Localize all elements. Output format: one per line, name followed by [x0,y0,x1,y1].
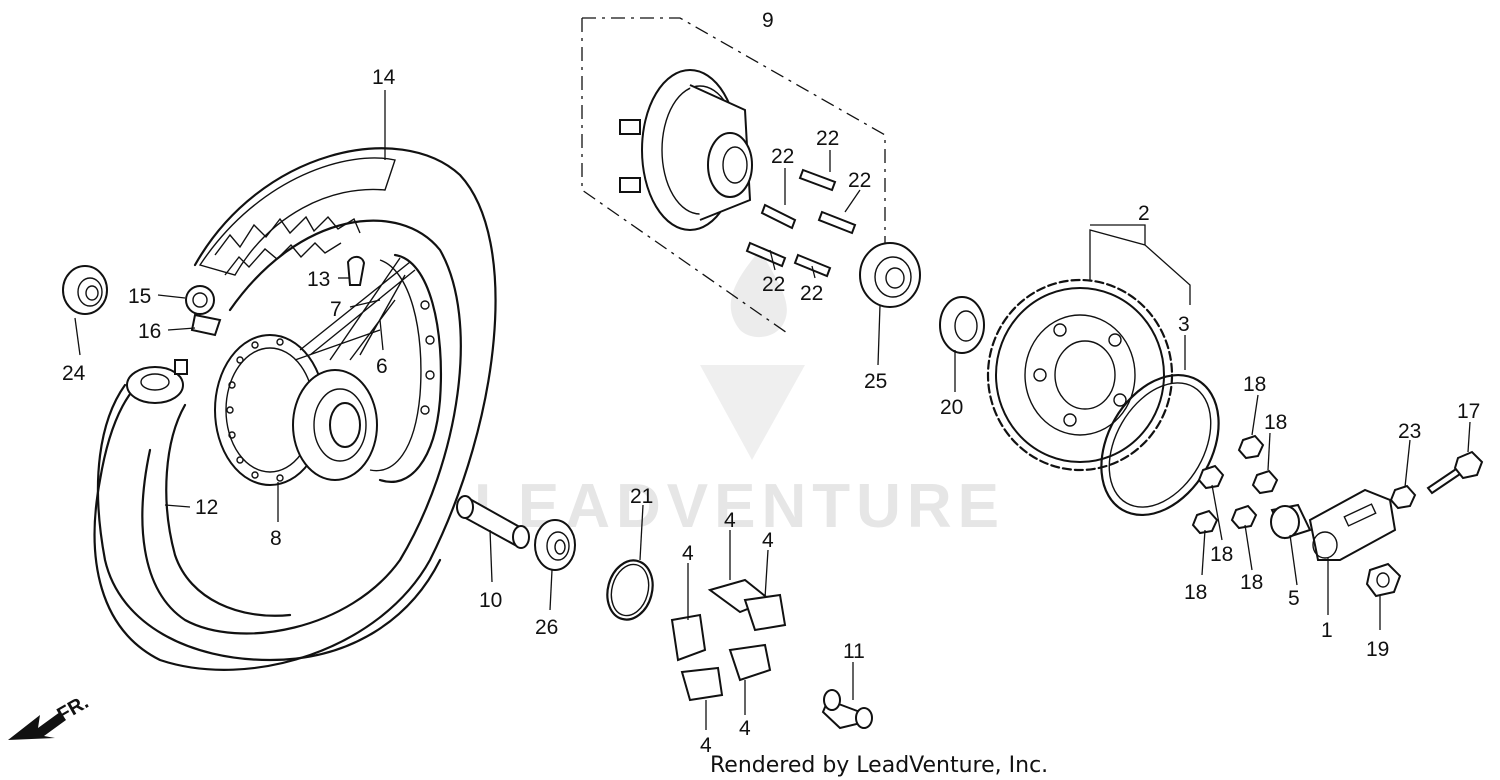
final-driven-sprocket[interactable] [986,278,1174,472]
callout-23: 23 [1398,420,1421,443]
callout-18-c: 18 [1210,543,1233,566]
callout-14: 14 [372,66,396,89]
callout-24: 24 [62,362,86,385]
distance-collar[interactable] [821,689,873,730]
wheel-rim-and-hub[interactable] [214,253,443,486]
callout-4-c: 4 [682,542,694,565]
callout-26: 26 [535,616,558,639]
valve-cap-and-nut[interactable] [185,285,222,337]
inner-tube[interactable] [96,359,442,662]
callout-15: 15 [128,285,151,308]
callout-11: 11 [843,640,865,663]
callout-22-e: 22 [800,282,823,305]
callout-18-a: 18 [1243,373,1266,396]
callout-4-d: 4 [739,717,751,740]
o-ring[interactable] [601,555,659,624]
callout-21: 21 [630,485,653,508]
callout-18-d: 18 [1184,581,1207,604]
callout-18-e: 18 [1240,571,1263,594]
callout-3: 3 [1178,313,1190,336]
sprocket-nuts[interactable] [1191,434,1279,535]
front-direction-arrow-icon: FR. [8,691,92,740]
bearing-right-flange[interactable] [859,242,921,308]
callout-labels: 14 9 15 16 24 13 7 6 12 8 22 22 22 22 22… [62,9,1480,757]
callout-17: 17 [1457,400,1480,423]
callout-12: 12 [195,496,218,519]
callout-8: 8 [270,527,282,550]
final-driven-flange-assembly[interactable] [581,17,886,336]
leader-lines [74,90,1471,730]
callout-22-c: 22 [848,169,871,192]
bearing-left[interactable] [62,265,108,315]
callout-20: 20 [940,396,963,419]
callout-4-a: 4 [724,509,736,532]
wheel-dampers[interactable] [670,578,787,702]
bearing-hub[interactable] [534,519,576,571]
callout-16: 16 [138,320,161,343]
callout-4-b: 4 [762,529,774,552]
callout-25: 25 [864,370,887,393]
axle-nut[interactable] [1365,562,1402,598]
callout-13: 13 [307,268,330,291]
callout-1: 1 [1321,619,1333,642]
credit-text: Rendered by LeadVenture, Inc. [710,753,1048,778]
callout-4-e: 4 [700,734,712,757]
chain-adjuster-plate[interactable] [1308,488,1397,561]
callout-6: 6 [376,355,388,378]
side-collar[interactable] [456,495,530,549]
leadventure-watermark: LEADVENTURE [474,250,999,541]
lock-nut[interactable] [1389,484,1417,510]
spoke-nipple[interactable] [346,255,366,286]
callout-5: 5 [1288,587,1300,610]
callout-2: 2 [1138,202,1150,225]
callout-10: 10 [479,589,502,612]
callout-22-b: 22 [816,127,839,150]
callout-22-d: 22 [762,273,785,296]
adjuster-bolt[interactable] [1426,450,1484,495]
collar[interactable] [1270,503,1312,540]
callout-22-a: 22 [771,145,794,168]
callout-7: 7 [330,298,342,321]
callout-18-b: 18 [1264,411,1287,434]
callout-19: 19 [1366,638,1389,661]
wheel-studs[interactable] [745,168,857,278]
callout-9: 9 [762,9,774,32]
oil-seal[interactable] [939,296,985,354]
